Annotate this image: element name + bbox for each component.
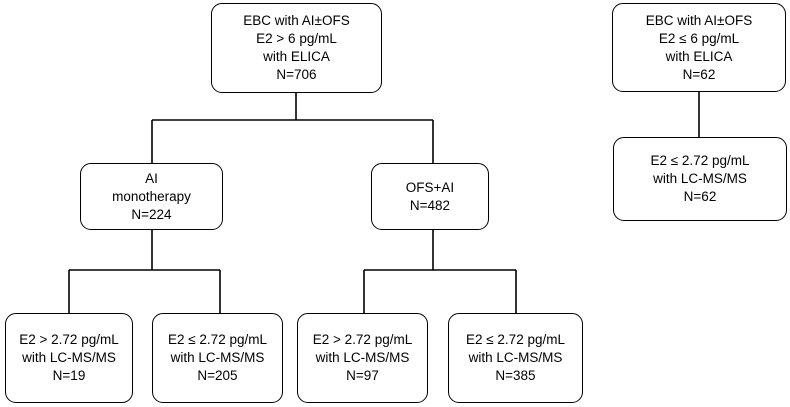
node-text-line: E2 > 2.72 pg/mL: [19, 332, 119, 347]
node-text-line: EBC with AI±OFS: [243, 13, 350, 28]
node-count: N=706: [276, 67, 317, 82]
node-text-line: E2 ≤ 2.72 pg/mL: [650, 153, 750, 168]
node-text-line: E2 > 2.72 pg/mL: [312, 332, 413, 347]
node-count: N=482: [409, 197, 451, 213]
node-ebc-e2-at-or-below-6: EBC with AI±OFS E2 ≤ 6 pg/mL with ELICA …: [612, 3, 786, 92]
node-count: N=62: [682, 66, 716, 82]
node-ai-monotherapy: AI monotherapy N=224: [80, 163, 223, 230]
node-ebc-e2-above-6: EBC with AI±OFS E2 > 6 pg/mL with ELICA …: [211, 3, 382, 93]
node-count: N=385: [495, 368, 536, 383]
node-text-line: AI: [145, 170, 158, 186]
node-text-line: E2 ≤ 2.72 pg/mL: [466, 332, 565, 347]
node-count: N=62: [683, 189, 717, 204]
node-count: N=97: [346, 368, 379, 383]
node-text-line: with ELICA: [263, 49, 330, 64]
node-text-line: EBC with AI±OFS: [645, 12, 753, 28]
node-count: N=19: [52, 368, 86, 383]
node-ofs-e2-above-2-72: E2 > 2.72 pg/mL with LC-MS/MS N=97: [297, 313, 428, 403]
node-text-line: E2 > 6 pg/mL: [256, 31, 337, 46]
node-text-line: E2 ≤ 6 pg/mL: [658, 30, 740, 46]
node-text-line: E2 ≤ 2.72 pg/mL: [168, 332, 267, 347]
node-text-line: with ELICA: [665, 48, 733, 64]
node-low-e2-lcms: E2 ≤ 2.72 pg/mL with LC-MS/MS N=62: [613, 137, 787, 221]
node-ai-e2-above-2-72: E2 > 2.72 pg/mL with LC-MS/MS N=19: [5, 313, 133, 403]
node-text-line: OFS+AI: [405, 179, 455, 195]
node-count: N=205: [197, 368, 238, 383]
node-text-line: with LC-MS/MS: [315, 350, 410, 365]
node-text-line: with LC-MS/MS: [468, 350, 563, 365]
node-text-line: with LC-MS/MS: [170, 350, 265, 365]
node-text-line: with LC-MS/MS: [22, 350, 116, 365]
node-text-line: with LC-MS/MS: [653, 171, 747, 186]
node-ofs-e2-at-or-below-2-72: E2 ≤ 2.72 pg/mL with LC-MS/MS N=385: [448, 313, 583, 403]
node-count: N=224: [131, 206, 172, 222]
node-ofs-ai: OFS+AI N=482: [371, 163, 489, 230]
node-text-line: monotherapy: [112, 188, 191, 204]
node-ai-e2-at-or-below-2-72: E2 ≤ 2.72 pg/mL with LC-MS/MS N=205: [152, 313, 283, 403]
